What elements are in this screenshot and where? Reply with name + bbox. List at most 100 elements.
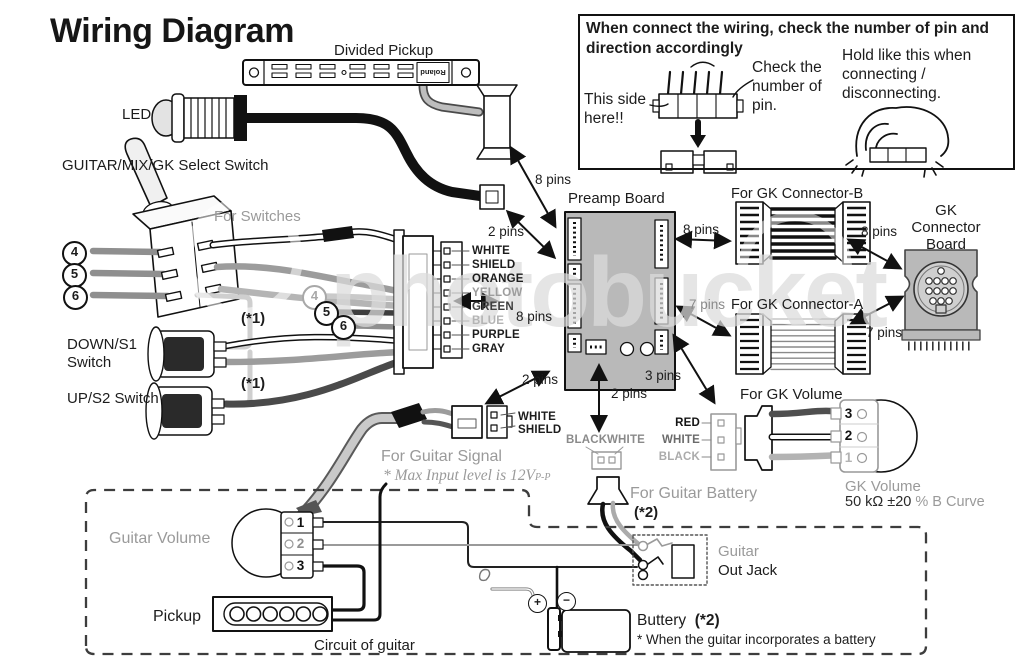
pin-count-gka: 7 pins: [689, 297, 726, 312]
gk-volume-label: GK Volume: [845, 478, 921, 495]
down-switch-label: DOWN/S1 Switch: [67, 336, 138, 371]
guitar-volume-label: Guitar Volume: [109, 530, 211, 547]
wire-label-yellow: YELLOW: [472, 287, 523, 299]
switch-terminal-6: 6: [63, 285, 88, 310]
wire-label-purple: PURPLE: [472, 329, 520, 341]
signal-wire-shield: SHIELD: [518, 424, 562, 436]
up-switch-label: UP/S2 Switch: [67, 390, 159, 407]
select-switch-drawing: [89, 137, 240, 318]
guitar-jack-label-1: Guitar: [718, 543, 759, 560]
divided-pickup-drawing: [242, 59, 484, 117]
gk-connector-board-drawing: [901, 249, 981, 351]
gkvol-terminal-1: 1: [844, 450, 853, 465]
instruction-heading: When connect the wiring, check the numbe…: [586, 20, 990, 57]
for-guitar-signal-label: For Guitar Signal: [381, 448, 502, 465]
gkvol-wire-red: RED: [675, 417, 700, 429]
bundle-terminal-6: 6: [331, 315, 356, 340]
switch-wires: [209, 226, 405, 330]
minus-symbol: −: [557, 592, 576, 611]
gk-volume-drawing: [701, 399, 918, 473]
battery-wire-black: BLACK: [566, 434, 608, 446]
preamp-board-drawing: [564, 211, 676, 391]
pot-terminal-3: 3: [296, 558, 305, 573]
led-drawing: [151, 93, 485, 201]
pot-terminal-1: 1: [296, 515, 305, 530]
wire-label-shield: SHIELD: [472, 259, 516, 271]
max-input-label: * Max Input level is 12VP-P: [383, 467, 551, 485]
wire-label-blue: BLUE: [472, 315, 505, 327]
battery-note-label: * When the guitar incorporates a battery: [637, 632, 876, 647]
note1-label: (*1): [241, 310, 266, 327]
instruction-box: [578, 14, 1015, 170]
guitar-jack-label-2: Out Jack: [718, 562, 778, 579]
pickup-label: Pickup: [153, 608, 202, 625]
pickup-drawing: [212, 596, 333, 632]
pickup-8pin-connector: [476, 84, 518, 160]
note1-label-2: (*1): [241, 375, 266, 392]
instruction-hold: Hold like this when connecting / disconn…: [842, 47, 972, 102]
instruction-this-side: This side here!!: [584, 91, 647, 127]
instruction-check-pin: Check the number of pin.: [752, 59, 822, 114]
circuit-of-guitar-box: [84, 488, 928, 656]
preamp-board-label: Preamp Board: [568, 190, 665, 207]
signal-wire-white: WHITE: [518, 411, 557, 423]
pin-count-arrows: [453, 145, 905, 433]
led-2pin-connector: [479, 184, 505, 210]
battery-name: Buttery: [637, 612, 687, 629]
circuit-of-guitar-label: Circuit of guitar: [314, 637, 415, 654]
for-gk-volume-label: For GK Volume: [740, 386, 843, 403]
down-switch-drawing: [147, 326, 405, 382]
pin-count-gkb: 8 pins: [683, 222, 720, 237]
guitar-battery-connector-drawing: [585, 446, 644, 563]
pin-count-battery: 2 pins: [611, 386, 648, 401]
wire-label-green: GREEN: [472, 301, 514, 313]
wire-label-white: WHITE: [472, 245, 511, 257]
roland-logo: Roland: [420, 68, 446, 77]
divided-pickup-label: Divided Pickup: [334, 42, 434, 59]
for-switches-label: For Switches: [214, 208, 301, 225]
pin-count-volume: 3 pins: [645, 368, 682, 383]
max-input-sub: P-P: [534, 472, 551, 483]
for-gk-connector-a-label: For GK Connector-A: [731, 297, 864, 313]
battery-note2-mark: (*2): [694, 612, 720, 629]
pin-count-board8: 8 pins: [861, 224, 898, 239]
page-title: Wiring Diagram: [50, 12, 294, 50]
battery-drawing: [478, 568, 631, 653]
guitar-out-jack-drawing: [632, 534, 708, 586]
wire-label-orange: ORANGE: [472, 273, 524, 285]
pin-count-signal: 2 pins: [522, 372, 559, 387]
guitar-volume-drawing: [231, 500, 324, 579]
pin-count-led: 2 pins: [488, 224, 525, 239]
max-input-text: * Max Input level is 12V: [383, 467, 535, 484]
up-switch-drawing: [145, 357, 405, 440]
note2-label: (*2): [634, 504, 659, 521]
gkvol-terminal-2: 2: [844, 428, 853, 443]
watermark-ring: [183, 198, 303, 318]
gkvol-wire-white: WHITE: [661, 434, 700, 446]
watermark-ring: [738, 211, 852, 325]
led-label: LED: [122, 106, 152, 123]
pin-count-bundle: 8 pins: [516, 309, 553, 324]
pot-terminal-2: 2: [296, 536, 305, 551]
bundle-terminal-5: 5: [314, 301, 339, 326]
gk-connector-board-label: GK Connector Board: [911, 202, 981, 253]
gkvol-terminal-3: 3: [844, 406, 853, 421]
wire-label-gray: GRAY: [472, 343, 505, 355]
gkvol-wire-black: BLACK: [658, 451, 700, 463]
gk-volume-spec-value: 50 kΩ ±20: [845, 494, 916, 510]
pin-count-pickup: 8 pins: [535, 172, 572, 187]
gk-volume-spec-curve: % B Curve: [915, 494, 985, 510]
for-guitar-battery-label: For Guitar Battery: [630, 485, 758, 502]
battery-wire-white: WHITE: [607, 434, 646, 446]
switch-terminal-4: 4: [62, 241, 87, 266]
circuit-wires: [321, 482, 638, 650]
battery-label: Buttery (*2): [637, 612, 720, 630]
for-gk-connector-b-label: For GK Connector-B: [731, 186, 864, 202]
select-switch-label: GUITAR/MIX/GK Select Switch: [62, 157, 269, 174]
instruction-connector-drawing: [649, 61, 754, 174]
plus-symbol: +: [528, 594, 547, 613]
guitar-signal-drawing: [297, 403, 516, 520]
gk-volume-spec: 50 kΩ ±20 % B Curve: [845, 494, 985, 511]
